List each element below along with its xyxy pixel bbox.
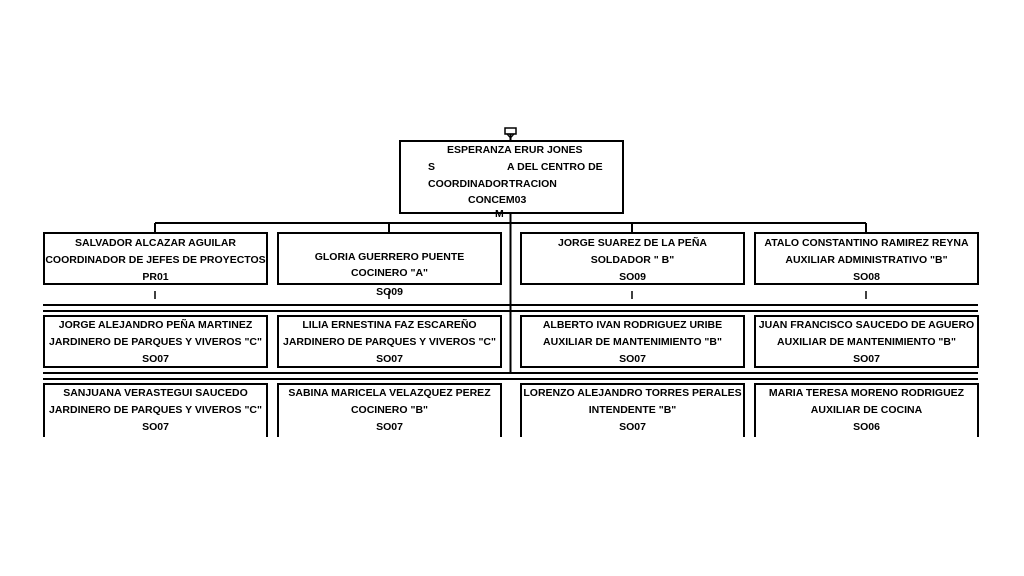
employee-box: SABINA MARICELA VELAZQUEZ PEREZ COCINERO… — [277, 383, 502, 437]
top-extra-char: M — [495, 208, 504, 220]
employee-title: SOLDADOR " B" — [590, 254, 675, 266]
employee-title: AUXILIAR DE MANTENIMIENTO "B" — [543, 336, 722, 348]
employee-code: SO07 — [853, 353, 880, 365]
top-manager-name: ESPERANZA ERUR JONES — [447, 144, 583, 156]
employee-code: SO07 — [376, 353, 403, 365]
employee-title: COCINERO "B" — [350, 404, 429, 416]
employee-box: LILIA ERNESTINA FAZ ESCAREÑO JARDINERO D… — [277, 315, 502, 368]
row-separator — [43, 378, 978, 380]
employee-name: JORGE SUAREZ DE LA PEÑA — [558, 237, 707, 249]
employee-name: ATALO CONSTANTINO RAMIREZ REYNA — [764, 237, 969, 249]
employee-title: JARDINERO DE PARQUES Y VIVEROS "C" — [282, 336, 496, 348]
employee-code: SO09 — [619, 271, 646, 283]
employee-box: JUAN FRANCISCO SAUCEDO DE AGUERO AUXILIA… — [754, 315, 979, 368]
row-separator — [43, 310, 978, 312]
employee-name: JUAN FRANCISCO SAUCEDO DE AGUERO — [758, 319, 975, 331]
employee-name: ALBERTO IVAN RODRIGUEZ URIBE — [542, 319, 723, 331]
employee-code: SO07 — [619, 421, 646, 433]
employee-title: JARDINERO DE PARQUES Y VIVEROS "C" — [48, 404, 262, 416]
row-separator — [43, 304, 978, 306]
employee-box: ATALO CONSTANTINO RAMIREZ REYNA AUXILIAR… — [754, 232, 979, 285]
employee-code: SO09 — [376, 286, 403, 298]
employee-title: AUXILIAR DE COCINA — [810, 404, 923, 416]
employee-name: SALVADOR ALCAZAR AGUILAR — [75, 237, 236, 249]
top-title-fragment-left: S — [428, 161, 436, 173]
employee-title: JARDINERO DE PARQUES Y VIVEROS "C" — [48, 336, 262, 348]
employee-code: SO06 — [853, 421, 880, 433]
employee-box: SALVADOR ALCAZAR AGUILAR COORDINADOR DE … — [43, 232, 268, 285]
top-coordinador-label: COORDINADOR — [428, 178, 509, 190]
top-coordinador-right: TRACION — [509, 178, 557, 190]
top-manager-code: CONCEM03 — [468, 194, 527, 206]
top-manager-box: ESPERANZA ERUR JONES S A DEL CENTRO DE C… — [399, 140, 624, 220]
employee-title: INTENDENTE "B" — [588, 404, 677, 416]
employee-code: SO07 — [142, 421, 169, 433]
employee-box: ALBERTO IVAN RODRIGUEZ URIBE AUXILIAR DE… — [520, 315, 745, 368]
employee-code: SO07 — [142, 353, 169, 365]
employee-code: SO07 — [376, 421, 403, 433]
employee-code: PR01 — [142, 271, 169, 283]
employee-box: GLORIA GUERRERO PUENTE COCINERO "A" SO09 — [277, 232, 502, 298]
employee-box: LORENZO ALEJANDRO TORRES PERALES INTENDE… — [520, 383, 745, 437]
employee-name: SABINA MARICELA VELAZQUEZ PEREZ — [288, 387, 491, 399]
employee-title: AUXILIAR ADMINISTRATIVO "B" — [785, 254, 948, 266]
employee-box: JORGE SUAREZ DE LA PEÑA SOLDADOR " B" SO… — [520, 232, 745, 285]
row-separator — [43, 372, 978, 374]
employee-title: COCINERO "A" — [350, 267, 429, 279]
employee-name: LILIA ERNESTINA FAZ ESCAREÑO — [302, 319, 477, 331]
employee-code: SO07 — [619, 353, 646, 365]
employee-title: AUXILIAR DE MANTENIMIENTO "B" — [777, 336, 956, 348]
employee-box: JORGE ALEJANDRO PEÑA MARTINEZ JARDINERO … — [43, 315, 268, 368]
employee-name: LORENZO ALEJANDRO TORRES PERALES — [523, 387, 742, 399]
employee-box: SANJUANA VERASTEGUI SAUCEDO JARDINERO DE… — [43, 383, 268, 437]
employee-name: JORGE ALEJANDRO PEÑA MARTINEZ — [58, 319, 253, 331]
employee-name: GLORIA GUERRERO PUENTE — [314, 251, 465, 263]
employee-code: SO08 — [853, 271, 880, 283]
employee-name: MARIA TERESA MORENO RODRIGUEZ — [768, 387, 965, 399]
top-title-fragment-right: A DEL CENTRO DE — [507, 161, 603, 173]
employee-title: COORDINADOR DE JEFES DE PROYECTOS — [45, 254, 266, 266]
employee-box: MARIA TERESA MORENO RODRIGUEZ AUXILIAR D… — [754, 383, 979, 437]
employee-name: SANJUANA VERASTEGUI SAUCEDO — [63, 387, 248, 399]
